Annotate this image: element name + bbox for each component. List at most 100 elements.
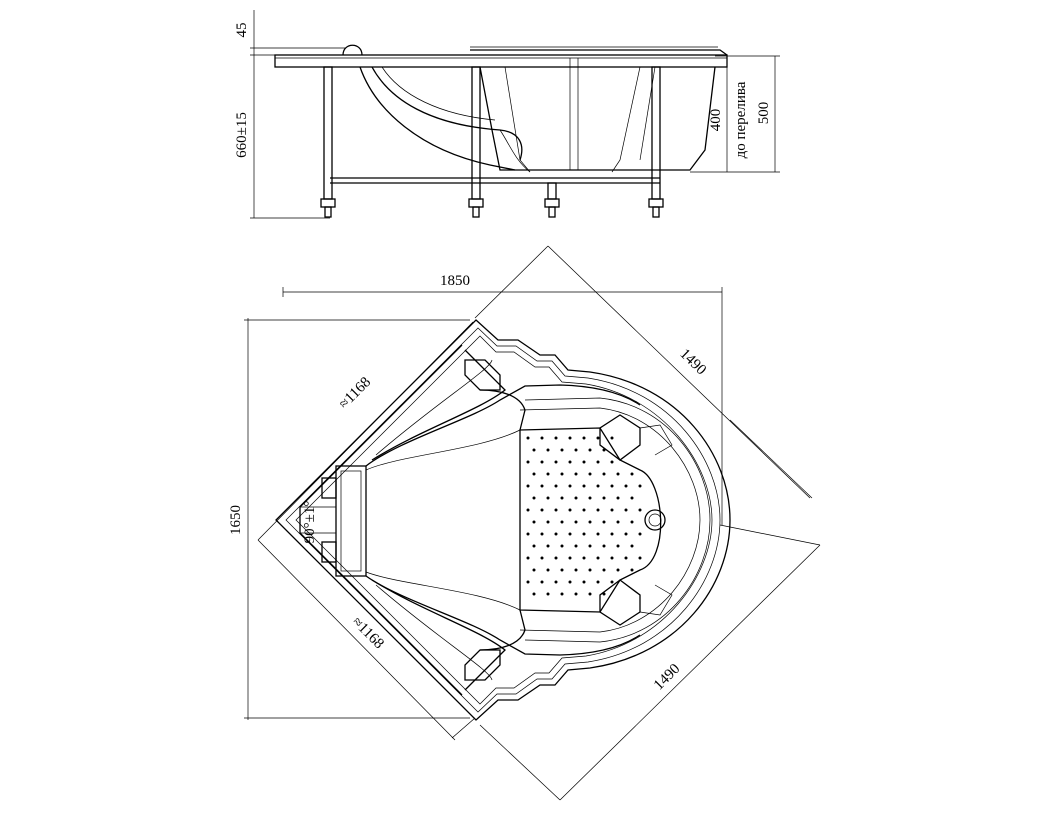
massage-jet-dot — [596, 580, 600, 584]
massage-jet-dot — [560, 496, 564, 500]
massage-jet-dot — [588, 520, 592, 524]
massage-jet-dot — [596, 556, 600, 560]
massage-jet-dot — [610, 580, 614, 584]
massage-jet-dot — [546, 520, 550, 524]
massage-jet-dot — [588, 568, 592, 572]
massage-jet-dot — [560, 568, 564, 572]
massage-jet-dot — [560, 472, 564, 476]
dim-side-right-top-label: 1490 — [676, 346, 709, 378]
headrest-bump — [342, 44, 363, 56]
massage-jet-dot — [526, 580, 530, 584]
massage-jet-dot — [540, 436, 544, 440]
massage-jet-dot — [624, 484, 628, 488]
dim-angle-label: 90°±1° — [302, 501, 318, 544]
dim-side-left-top-label: ≈1168 — [336, 374, 374, 412]
massage-jet-dot — [610, 436, 614, 440]
massage-jet-dot — [568, 436, 572, 440]
massage-jet-dot — [546, 472, 550, 476]
bowl-floor — [519, 427, 662, 613]
massage-jet-dot — [582, 532, 586, 536]
massage-jet-dot — [540, 556, 544, 560]
massage-jet-dot — [532, 496, 536, 500]
massage-jet-dot — [630, 496, 634, 500]
massage-jet-dot — [554, 580, 558, 584]
massage-jet-dot — [602, 544, 606, 548]
massage-jet-dot — [596, 484, 600, 488]
massage-jet-dot — [582, 580, 586, 584]
massage-jet-dot — [638, 508, 642, 512]
massage-jet-dot — [596, 460, 600, 464]
massage-jet-dot — [582, 484, 586, 488]
massage-jet-dot — [526, 556, 530, 560]
massage-jet-dot — [574, 496, 578, 500]
massage-jet-dot — [574, 520, 578, 524]
massage-jet-dot — [532, 592, 536, 596]
massage-jet-dot — [602, 472, 606, 476]
massage-jet-dot — [588, 472, 592, 476]
dim-side-right-bottom-label: 1490 — [651, 661, 684, 694]
massage-jet-dot — [574, 544, 578, 548]
massage-jet-dot — [574, 472, 578, 476]
dim-plan-height-label: 1650 — [228, 505, 244, 535]
dim-width-label: 1850 — [440, 273, 470, 289]
dim-overflow-caption: до перелива — [733, 81, 749, 158]
massage-jet-dot — [630, 520, 634, 524]
massage-jet-dot — [616, 472, 620, 476]
massage-jet-dot — [560, 592, 564, 596]
massage-jet-dot — [560, 448, 564, 452]
massage-jet-dot — [610, 532, 614, 536]
massage-jet-dot — [638, 532, 642, 536]
massage-jet-dot — [602, 496, 606, 500]
massage-jet-dot — [596, 436, 600, 440]
massage-jet-dot — [630, 544, 634, 548]
massage-jet-dot — [602, 448, 606, 452]
rim — [274, 54, 728, 68]
side-view: 45 660±15 400 до перелива 500 — [234, 10, 780, 219]
massage-jet-dot — [568, 484, 572, 488]
bowl — [479, 66, 716, 171]
massage-jet-dot — [610, 484, 614, 488]
massage-jet-dot — [596, 532, 600, 536]
seat-curve — [359, 66, 516, 171]
massage-jet-dot — [560, 520, 564, 524]
massage-jet-dot — [546, 568, 550, 572]
massage-jet-dot — [616, 496, 620, 500]
dim-height-label: 660±15 — [234, 112, 250, 158]
massage-jet-dot — [532, 448, 536, 452]
massage-jet-dot — [588, 592, 592, 596]
massage-jet-dot — [588, 496, 592, 500]
dim-side-left-bottom-label: ≈1168 — [349, 614, 387, 652]
massage-jet-dot — [638, 484, 642, 488]
massage-jet-dot — [540, 532, 544, 536]
massage-jet-dot — [624, 532, 628, 536]
massage-jet-dot — [574, 592, 578, 596]
massage-jet-dot — [532, 472, 536, 476]
massage-jet-dot — [624, 556, 628, 560]
massage-jet-dot — [602, 592, 606, 596]
massage-jet-dot — [610, 460, 614, 464]
massage-jet-dot — [526, 532, 530, 536]
massage-jet-dot — [546, 544, 550, 548]
plan-view: 1850 1650 1490 1490 ≈1168 ≈1168 90°±1° — [228, 245, 821, 801]
massage-jet-dot — [616, 544, 620, 548]
massage-jet-dot — [540, 580, 544, 584]
massage-jet-dot — [540, 508, 544, 512]
massage-jet-dot — [616, 568, 620, 572]
massage-jet-dot — [560, 544, 564, 548]
outer-contour — [275, 319, 731, 721]
massage-jet-dot — [554, 436, 558, 440]
massage-jet-dot — [554, 556, 558, 560]
massage-jet-dot — [624, 508, 628, 512]
massage-jet-dot — [574, 448, 578, 452]
massage-jet-dot — [526, 484, 530, 488]
massage-jet-dot — [532, 568, 536, 572]
massage-jet-dot — [596, 508, 600, 512]
massage-jet-dot — [554, 508, 558, 512]
massage-jet-dot — [582, 460, 586, 464]
massage-jet-dot — [546, 496, 550, 500]
massage-jet-dot — [588, 448, 592, 452]
massage-jet-dot — [532, 520, 536, 524]
massage-jet-dot — [568, 580, 572, 584]
massage-jet-dot — [582, 556, 586, 560]
massage-jet-dot — [532, 544, 536, 548]
